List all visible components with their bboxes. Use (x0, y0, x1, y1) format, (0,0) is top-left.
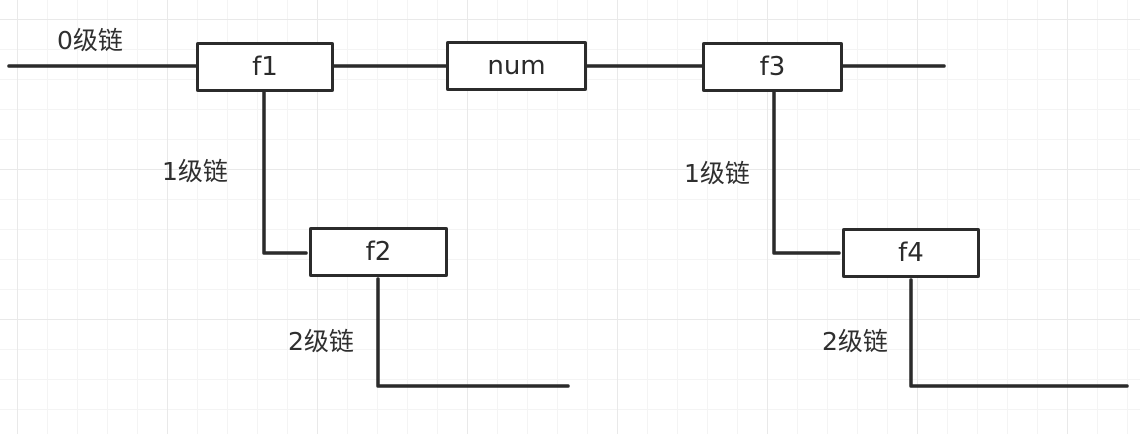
node-f2: f2 (309, 227, 448, 277)
edge-f3-to-f4 (772, 90, 841, 255)
node-f3: f3 (702, 42, 843, 92)
edge-label-level2-left: 2级链 (288, 327, 354, 356)
edge-label-level2-right: 2级链 (822, 327, 888, 356)
edge-f4-tail (909, 278, 1129, 388)
node-f1-label: f1 (252, 52, 278, 82)
node-f2-label: f2 (365, 237, 392, 267)
node-num-label: num (487, 51, 546, 81)
edge-label-level0: 0级链 (57, 26, 123, 55)
edge-f2-tail (376, 277, 570, 388)
node-f4-label: f4 (898, 238, 924, 268)
node-f3-label: f3 (759, 52, 786, 82)
edge-label-level1-right: 1级链 (684, 159, 750, 188)
edge-label-level1-left: 1级链 (162, 157, 228, 186)
node-num: num (446, 41, 587, 91)
node-f4: f4 (842, 228, 980, 278)
edge-f1-to-f2 (262, 90, 308, 255)
node-f1: f1 (196, 42, 334, 92)
